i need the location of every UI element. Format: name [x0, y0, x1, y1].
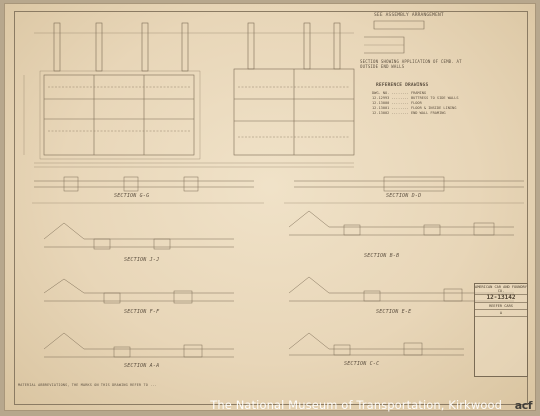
- title-sheet: A: [475, 310, 527, 318]
- section-label: SECTION D-D: [386, 193, 422, 199]
- drawing-border: [14, 11, 528, 405]
- reference-item: 12-13000 ........ FLOOR: [372, 101, 422, 105]
- section-label: SECTION G-G: [114, 193, 150, 199]
- technical-drawing: [23, 20, 524, 358]
- reference-item: 12-13002 ........ END WALL FRAMING: [372, 111, 446, 115]
- bottom-note: MATERIAL ABBREVIATIONS, THE MARKS ON THI…: [18, 383, 157, 387]
- plan-view-left: [43, 74, 195, 156]
- title-number: 12-13142: [475, 295, 527, 303]
- top-note: SEE ASSEMBLY ARRANGEMENT: [374, 13, 444, 18]
- title-company: AMERICAN CAR AND FOUNDRY CO.: [475, 284, 527, 296]
- section-label: SECTION C-C: [344, 361, 380, 367]
- section-label: SECTION B-B: [364, 253, 400, 259]
- section-label: SECTION E-E: [376, 309, 412, 315]
- title-desc: REEFER CARS: [475, 303, 527, 310]
- reference-item: DWG. NO. ........ FRAMING: [372, 91, 427, 95]
- reference-item: 12-12993 ........ BUTTRESS TO SIDE WALLS: [372, 96, 459, 100]
- reference-item: 12-13001 ........ FLOOR & INSIDE LINING: [372, 106, 457, 110]
- section-label: SECTION J-J: [124, 257, 160, 263]
- museum-watermark: The National Museum of Transportation, K…: [210, 398, 502, 412]
- section-label: SECTION A-A: [124, 363, 160, 369]
- blueprint-sheet: SEE ASSEMBLY ARRANGEMENT SECTION SHOWING…: [4, 3, 536, 411]
- title-block: AMERICAN CAR AND FOUNDRY CO. 12-13142 RE…: [474, 283, 528, 377]
- section-title: SECTION SHOWING APPLICATION OF CEMB. AT …: [360, 59, 462, 69]
- reference-list: DWG. NO. ........ FRAMING 12-12993 .....…: [372, 91, 459, 116]
- reference-title: REFERENCE DRAWINGS: [376, 83, 429, 88]
- acf-logo: acf: [514, 399, 533, 412]
- section-label: SECTION F-F: [124, 309, 160, 315]
